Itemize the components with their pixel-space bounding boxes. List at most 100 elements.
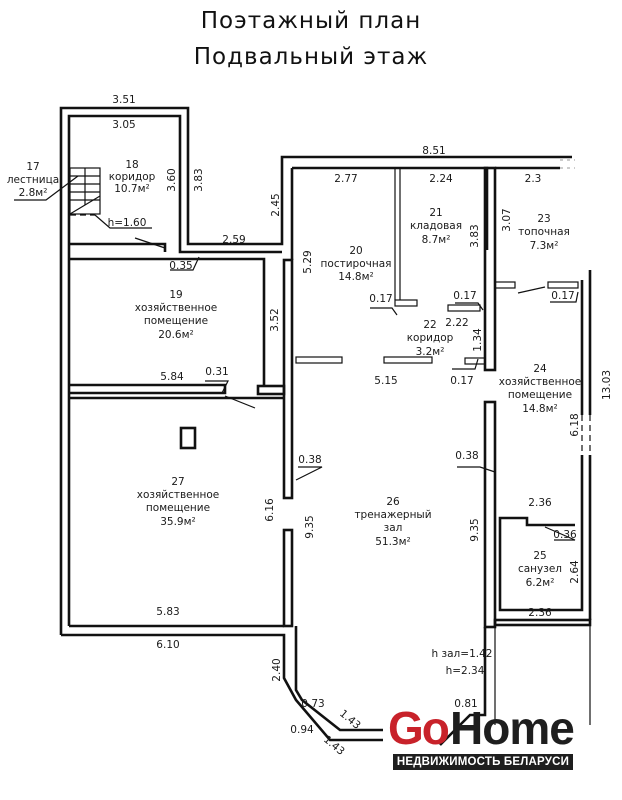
inner-bottom-wall: [294, 626, 383, 732]
room24-number: 24: [533, 363, 547, 375]
logo-go: Go: [388, 702, 450, 754]
dim-label: 0.17: [369, 293, 392, 305]
wall-bathroom: [498, 455, 584, 612]
wall-bottom-right: [493, 618, 592, 627]
dim-label: 5.84: [160, 371, 184, 383]
room24-name1: хозяйственное: [499, 376, 582, 388]
column: [179, 426, 197, 450]
room25-name: санузел: [518, 563, 562, 575]
staircase: [14, 167, 166, 249]
dim-label: 0.17: [450, 375, 473, 387]
room21-number: 21: [429, 207, 442, 219]
dim-label: 0.38: [298, 454, 321, 466]
room27-name1: хозяйственное: [137, 489, 220, 501]
wall-room20-21: [292, 166, 489, 250]
room27-name2: помещение: [146, 502, 210, 514]
dim-label: 2.45: [270, 193, 282, 216]
room21-name: кладовая: [410, 220, 462, 232]
room25-area: 6.2м²: [526, 577, 555, 589]
dim-label: 6.10: [156, 639, 179, 651]
h-leader: [94, 214, 152, 229]
dim-label: 2.40: [271, 658, 283, 681]
dim-label: 0.73: [301, 698, 324, 710]
stair-leader: [14, 175, 79, 201]
room21-area: 8.7м²: [422, 234, 451, 246]
partition-23: [494, 281, 516, 289]
room18-name: коридор: [109, 171, 156, 183]
room26-name1: тренажерный: [354, 509, 431, 521]
door-swing: [134, 237, 166, 249]
dim-label: 1.43: [321, 734, 347, 758]
room24-name2: помещение: [508, 389, 572, 401]
room23-number: 23: [537, 213, 550, 225]
dim-label: 2.24: [429, 173, 453, 185]
leader: [457, 466, 496, 473]
partition-stub-2: [447, 304, 481, 312]
dim-label: 0.38: [455, 450, 478, 462]
logo-home: Home: [450, 702, 575, 754]
room25-number: 25: [533, 550, 546, 562]
wall-segment-left-2: [282, 528, 294, 628]
dim-label: 3.05: [112, 119, 135, 131]
gohome-watermark: Go Home НЕДВИЖИМОСТЬ БЕЛАРУСИ: [388, 705, 578, 775]
dim-label: 3.51: [112, 94, 135, 106]
dim-label: 3.60: [166, 168, 178, 191]
partition-stub: [394, 299, 418, 307]
room17-area: 2.8м²: [19, 187, 48, 199]
room18-number: 18: [125, 159, 138, 171]
room20-name: постирочная: [321, 258, 392, 270]
outer-bottom-wall: [61, 633, 383, 742]
leader-lines: [170, 256, 579, 541]
dim-label: 2.36: [528, 497, 552, 509]
dim-label: 5.15: [374, 375, 397, 387]
dim-label: 0.36: [553, 529, 577, 541]
room18-area: 10.7м²: [114, 183, 150, 195]
leader: [170, 256, 200, 271]
room17-number: 17: [26, 161, 39, 173]
partition-23b: [547, 281, 579, 289]
leader: [550, 291, 579, 303]
partition-stub-4: [383, 356, 433, 364]
room27-number: 27: [171, 476, 184, 488]
wall-21-24: [483, 166, 497, 372]
dim-label: 0.17: [453, 290, 476, 302]
room19-name2: помещение: [144, 315, 208, 327]
plan-title: Поэтажный план: [200, 8, 422, 34]
dim-label: 6.18: [569, 413, 581, 436]
room23-name: топочная: [518, 226, 570, 238]
room22-number: 22: [423, 319, 436, 331]
wall-19-27: [69, 383, 227, 395]
dim-label: 0.81: [454, 698, 477, 710]
room19-number: 19: [169, 289, 182, 301]
dim-label: 1.43: [337, 708, 363, 732]
dim-label: 3.83: [193, 168, 205, 191]
dim-label: 5.29: [302, 250, 314, 273]
room19-area: 20.6м²: [158, 329, 194, 341]
room26-name2: зал: [384, 522, 403, 534]
dim-label: 3.52: [269, 308, 281, 331]
room19-name1: хозяйственное: [135, 302, 218, 314]
dim-label: h=1.60: [108, 217, 147, 229]
dim-label: 13.03: [601, 370, 613, 400]
room19-wall: [69, 257, 266, 385]
leader: [452, 358, 479, 370]
room20-area: 14.8м²: [338, 271, 374, 283]
dim-label: h=2.34: [446, 665, 485, 677]
logo-tagline: НЕДВИЖИМОСТЬ БЕЛАРУСИ: [393, 754, 573, 770]
outer-walls: [59, 106, 592, 746]
dim-label: 9.35: [469, 518, 481, 541]
leader: [295, 466, 323, 481]
room22-name: коридор: [407, 332, 454, 344]
dim-label: 0.17: [551, 290, 574, 302]
room23-area: 7.3м²: [530, 240, 559, 252]
room24-area: 14.8м²: [522, 403, 558, 415]
room17-name: лестница: [7, 174, 59, 186]
inner-wall-stair-block: [67, 114, 282, 626]
dimension-labels: 3.51 3.05 3.60 3.83 2.45 2.59 0.35 h=1.6…: [108, 94, 613, 758]
dim-label: 2.22: [445, 317, 468, 329]
dim-label: 1.34: [472, 328, 484, 352]
room20-number: 20: [349, 245, 362, 257]
dim-label: 5.83: [156, 606, 179, 618]
dim-label: 3.07: [501, 208, 513, 231]
room22-area: 3.2м²: [416, 346, 445, 358]
